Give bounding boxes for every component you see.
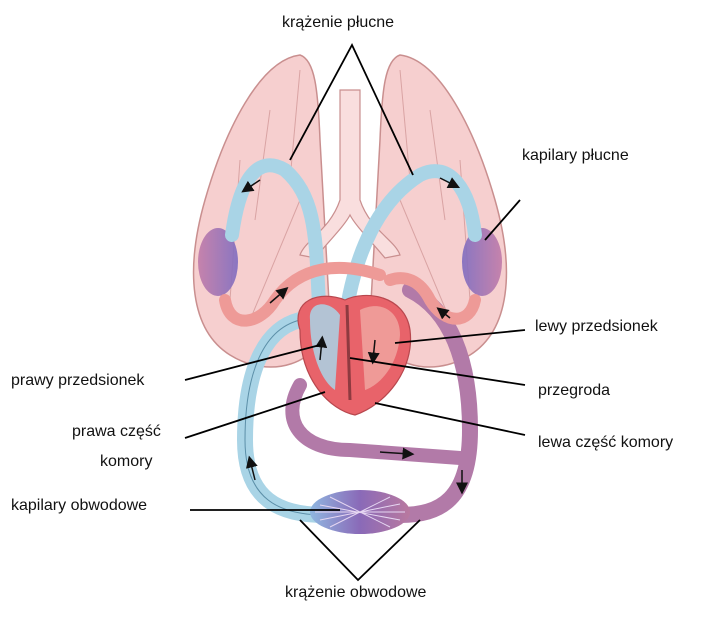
left-lung-capillaries — [198, 228, 238, 296]
pulmonary-vein-left — [219, 261, 386, 327]
flow-arrows — [241, 177, 468, 495]
heart — [297, 294, 412, 416]
label-left-atrium: lewy przedsionek — [535, 318, 658, 335]
leader-lines — [184, 199, 526, 511]
pulmonary-triangle — [289, 43, 414, 176]
label-right-ventricle-line2: komory — [100, 453, 153, 470]
label-systemic-capillaries: kapilary obwodowe — [11, 497, 148, 514]
septum-line — [345, 304, 352, 401]
systemic-triangle — [299, 519, 421, 582]
label-pulmonary-capillaries: kapilary płucne — [522, 147, 629, 164]
label-pulmonary-circulation: krążenie płucne — [282, 14, 395, 31]
label-septum: przegroda — [538, 382, 611, 399]
label-right-ventricle-line1: prawa część — [72, 423, 161, 440]
label-systemic-circulation: krążenie obwodowe — [285, 584, 427, 601]
label-right-atrium: prawy przedsionek — [11, 372, 145, 389]
aorta-lower-branch — [285, 378, 467, 465]
pulmonary-vein-right — [384, 272, 481, 325]
right-lung-capillaries — [462, 228, 502, 296]
label-left-ventricle: lewa część komory — [538, 434, 674, 451]
